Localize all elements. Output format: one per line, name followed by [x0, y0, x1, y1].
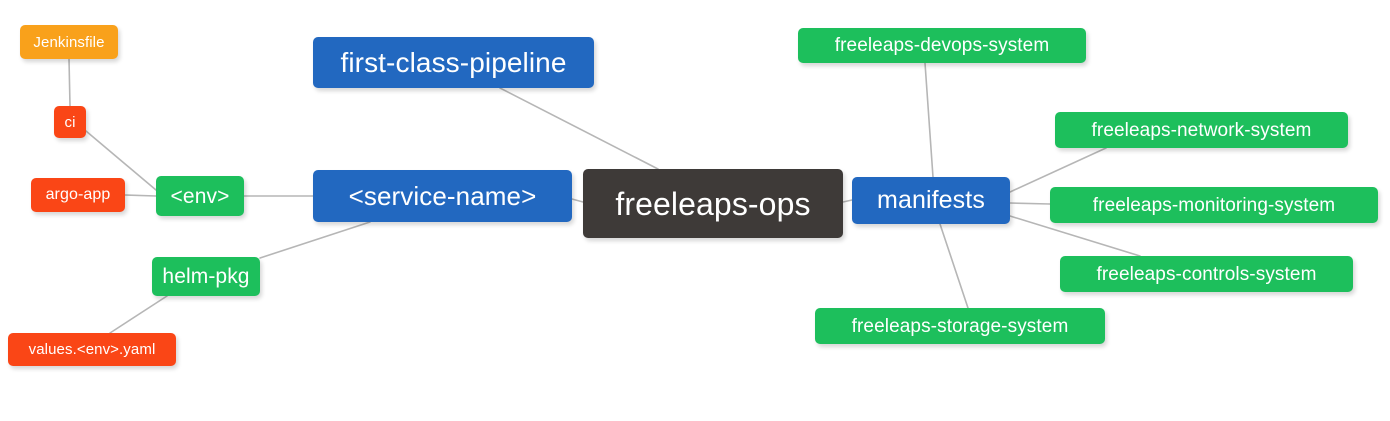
mindmap-node-label: ci [64, 113, 76, 131]
edge-helmpkg-values [109, 295, 168, 334]
mindmap-node-freeleaps-monitoring-system[interactable]: freeleaps-monitoring-system [1050, 187, 1378, 223]
mindmap-node-label: manifests [877, 186, 985, 214]
mindmap-node-label: freeleaps-network-system [1091, 119, 1312, 141]
edge-manifests-monitoring [1009, 202, 1051, 205]
mindmap-node-label: helm-pkg [162, 265, 250, 288]
edge-manifests-network [1009, 147, 1107, 193]
mindmap-node-freeleaps-controls-system[interactable]: freeleaps-controls-system [1060, 256, 1353, 292]
mindmap-node-freeleaps-ops[interactable]: freeleaps-ops [583, 169, 843, 238]
mindmap-node-label: Jenkinsfile [33, 33, 105, 51]
edge-servicename-helmpkg [259, 221, 371, 259]
mindmap-node-manifests[interactable]: manifests [852, 177, 1010, 224]
mindmap-node-first-class-pipeline[interactable]: first-class-pipeline [313, 37, 594, 88]
mindmap-node-freeleaps-devops-system[interactable]: freeleaps-devops-system [798, 28, 1086, 63]
mindmap-node-label: freeleaps-ops [615, 185, 811, 222]
mindmap-node-label: first-class-pipeline [340, 46, 567, 78]
edge-manifests-storage [939, 223, 969, 309]
edge-manifests-devops [924, 62, 934, 178]
mindmap-node-ci[interactable]: ci [54, 106, 86, 138]
edge-argoapp-env [124, 194, 157, 197]
mindmap-node-helm-pkg[interactable]: helm-pkg [152, 257, 260, 296]
mindmap-node-label: <service-name> [348, 181, 537, 211]
mindmap-node-jenkinsfile[interactable]: Jenkinsfile [20, 25, 118, 59]
edge-pipeline-ops [499, 87, 659, 170]
edge-ops-manifests [842, 199, 853, 203]
mindmap-node-label: freeleaps-storage-system [851, 315, 1069, 337]
mindmap-node-label: <env> [170, 184, 230, 208]
mindmap-node-values-yaml[interactable]: values.<env>.yaml [8, 333, 176, 366]
mindmap-node-label: freeleaps-controls-system [1096, 263, 1317, 285]
mindmap-node-env[interactable]: <env> [156, 176, 244, 216]
mindmap-node-label: freeleaps-monitoring-system [1092, 194, 1336, 216]
mindmap-node-service-name[interactable]: <service-name> [313, 170, 572, 222]
mindmap-node-freeleaps-network-system[interactable]: freeleaps-network-system [1055, 112, 1348, 148]
mindmap-node-label: freeleaps-devops-system [834, 35, 1050, 56]
mindmap-node-freeleaps-storage-system[interactable]: freeleaps-storage-system [815, 308, 1105, 344]
edge-servicename-ops [571, 198, 584, 203]
mindmap-node-argo-app[interactable]: argo-app [31, 178, 125, 212]
mindmap-node-label: argo-app [45, 186, 111, 203]
mindmap-node-label: values.<env>.yaml [28, 341, 156, 358]
edge-jenkinsfile-ci [68, 58, 71, 107]
